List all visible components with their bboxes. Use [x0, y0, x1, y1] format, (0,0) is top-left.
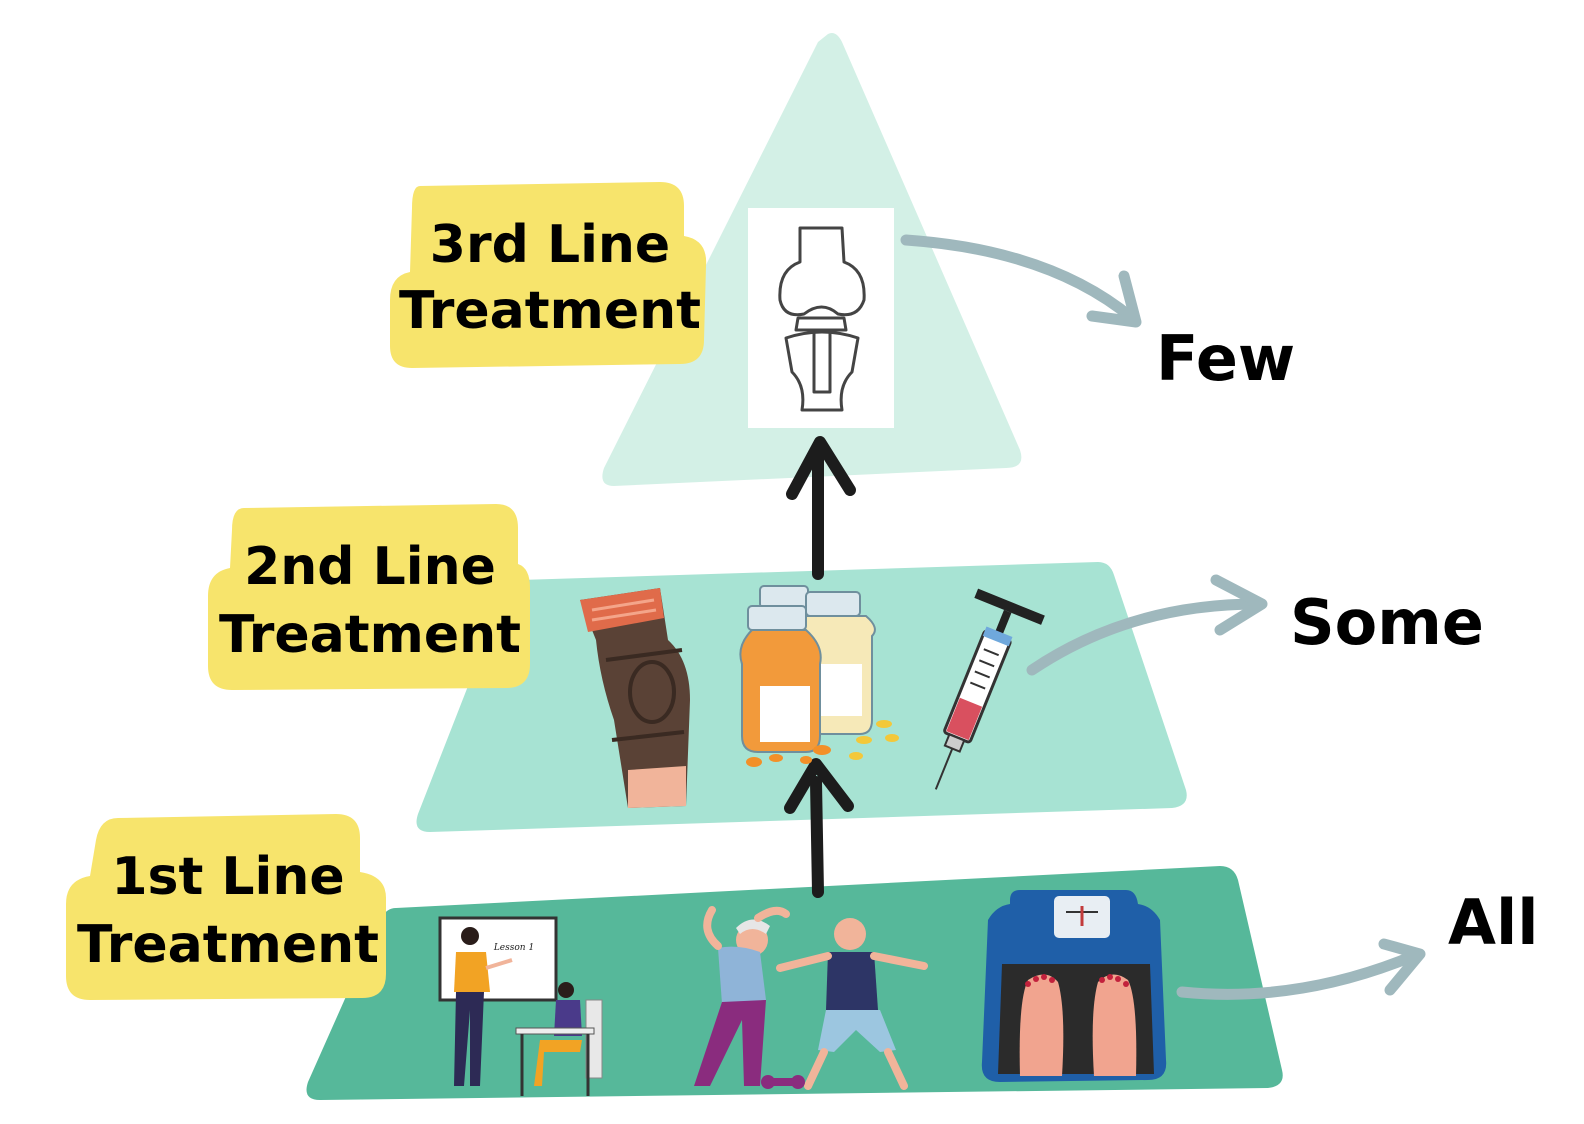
- education-icon: Lesson 1: [438, 916, 603, 1096]
- up-arrow-tier2-to-tier3: [786, 436, 856, 580]
- tier-3-label-line2: Treatment: [399, 281, 701, 341]
- syringe-icon: [934, 588, 1045, 790]
- tier-1-label-line1: 1st Line: [111, 847, 344, 907]
- reach-label-all: All: [1448, 886, 1539, 959]
- medication-bottles-icon: [739, 585, 899, 767]
- tier-2-label-line2: Treatment: [219, 605, 521, 665]
- tier-1-label-line2: Treatment: [77, 915, 379, 975]
- tier-3-label: 3rd Line Treatment: [390, 182, 707, 368]
- tier-1-label: 1st Line Treatment: [66, 814, 386, 1000]
- reach-arrow-all: [1176, 938, 1426, 1000]
- reach-label-few: Few: [1156, 322, 1295, 395]
- weight-scale-icon: [981, 890, 1167, 1082]
- lesson-board-text: Lesson 1: [493, 943, 534, 953]
- exercise-icon: [694, 906, 928, 1090]
- tier-2-label-line1: 2nd Line: [244, 537, 496, 597]
- tier-3-label-line1: 3rd Line: [430, 215, 670, 275]
- reach-arrow-few: [900, 234, 1142, 328]
- knee-brace-icon: [580, 588, 690, 808]
- knee-replacement-icon: [748, 208, 894, 428]
- up-arrow-tier1-to-tier2: [784, 758, 854, 898]
- reach-arrow-some: [1026, 574, 1268, 676]
- tier-2-label: 2nd Line Treatment: [208, 504, 530, 690]
- reach-label-some: Some: [1290, 586, 1484, 659]
